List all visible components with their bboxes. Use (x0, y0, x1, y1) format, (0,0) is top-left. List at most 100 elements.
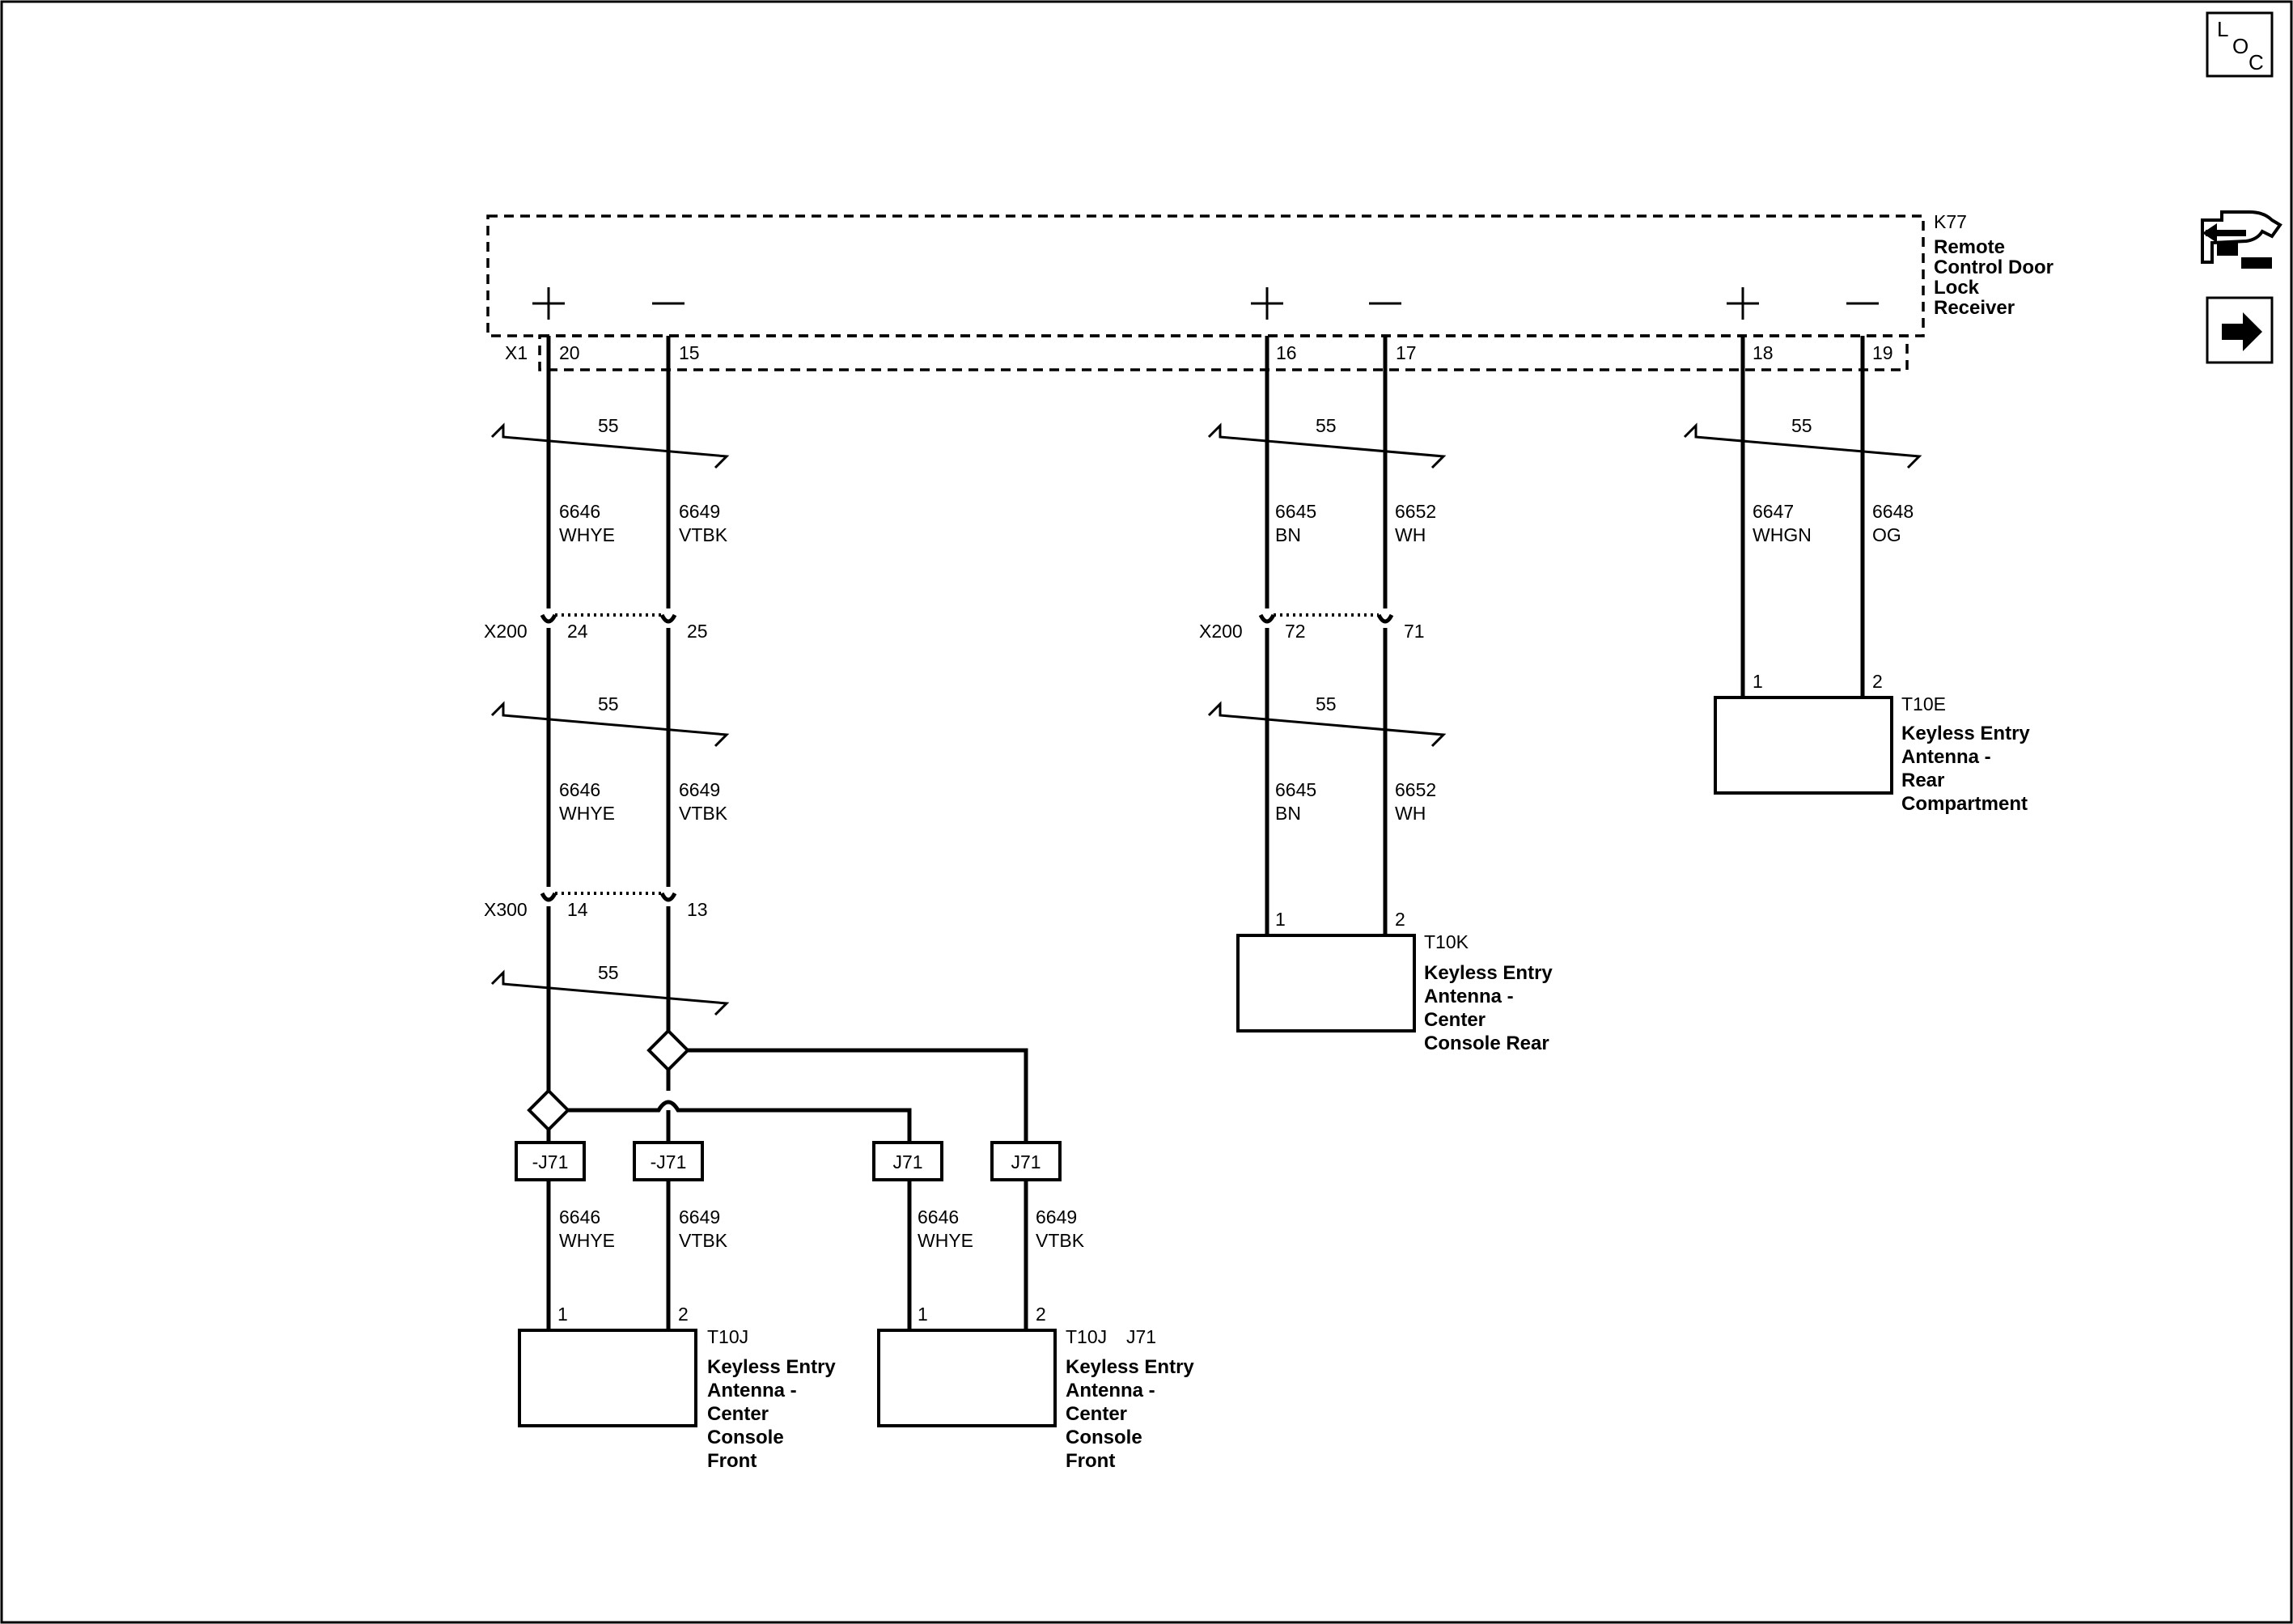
gauge-marker (1683, 422, 1922, 469)
component-name-line: Center (1424, 1009, 1486, 1031)
x200-terminals-left (540, 613, 677, 902)
gauge-marker (1207, 701, 1447, 748)
receiver-connector-outline (538, 334, 1909, 371)
loc-letter-c: C (2248, 50, 2264, 74)
component-name-line: Keyless Entry (1424, 962, 1553, 984)
gauge-marker (1207, 422, 1447, 469)
x200-terminal (1258, 613, 1276, 624)
circuit-color: BN (1275, 524, 1301, 545)
receiver-pin: 15 (679, 342, 700, 363)
component-pin: 2 (1036, 1304, 1046, 1325)
component-name-line: Keyless Entry (707, 1356, 836, 1378)
plus-symbol (1251, 287, 1283, 320)
wire-gauge-label: 55 (1791, 415, 1812, 436)
connector-hand-icon[interactable] (2201, 210, 2282, 269)
gauge-marker (490, 969, 730, 1016)
next-page-button[interactable] (2206, 296, 2274, 364)
component-ref: T10J (707, 1326, 748, 1347)
circuit-number: 6652 (1395, 779, 1436, 800)
component-name-line: Keyless Entry (1066, 1356, 1194, 1378)
component-option: J71 (1126, 1326, 1156, 1347)
receiver-pin: 16 (1276, 342, 1297, 363)
component-name-line: Front (707, 1450, 757, 1472)
circuit-color: VTBK (679, 524, 728, 545)
circuit-number: 6646 (559, 779, 600, 800)
component-t10e (1714, 696, 1893, 795)
receiver-name-line-1: Remote (1934, 236, 2005, 258)
receiver-connector-name: X1 (505, 342, 528, 363)
x200-terminal (1376, 613, 1394, 624)
circuit-number: 6645 (1275, 779, 1316, 800)
receiver-pin: 20 (559, 342, 580, 363)
polarity-symbols (532, 287, 1879, 320)
component-ref: T10J (1066, 1326, 1107, 1347)
circuit-color: VTBK (1036, 1230, 1085, 1251)
receiver-outline (486, 214, 1925, 337)
circuit-color: WHYE (559, 1230, 615, 1251)
component-pin: 1 (557, 1304, 568, 1325)
circuit-number: 6648 (1872, 501, 1914, 522)
option-box-not-j71 (633, 1141, 704, 1181)
component-name-line: Console (707, 1427, 784, 1448)
component-pin: 1 (1753, 671, 1763, 692)
component-name-line: Antenna - (1424, 986, 1514, 1007)
inline-connector-name: X200 (1199, 621, 1243, 642)
receiver-name-line-2: Control Door (1934, 257, 2054, 278)
inline-connector-pin: 25 (687, 621, 708, 642)
gauge-marker (490, 422, 730, 469)
component-name-line: Center (707, 1403, 769, 1425)
receiver-pin: 18 (1753, 342, 1774, 363)
circuit-color: WHYE (559, 524, 615, 545)
receiver-pin: 17 (1396, 342, 1417, 363)
circuit-number: 6649 (679, 501, 720, 522)
receiver-name-line-3: Lock (1934, 277, 1980, 299)
component-pin: 2 (1395, 909, 1405, 930)
option-label: J71 (1011, 1151, 1041, 1172)
component-t10j-front-j71 (877, 1329, 1057, 1427)
circuit-color: VTBK (679, 1230, 728, 1251)
gauge-marker (490, 701, 730, 748)
component-t10j-front (518, 1329, 697, 1427)
circuit-color: WHYE (918, 1230, 973, 1251)
component-name-line: Antenna - (707, 1380, 797, 1401)
wire-6649-branch (688, 1048, 1028, 1143)
splice-6646 (527, 1088, 570, 1132)
plus-symbol (1727, 287, 1759, 320)
circuit-color: BN (1275, 803, 1301, 824)
component-name-line: Center (1066, 1403, 1127, 1425)
circuit-color: VTBK (679, 803, 728, 824)
loc-button-frame (2206, 11, 2274, 78)
option-box-not-j71 (515, 1141, 586, 1181)
wire-gauge-label: 55 (598, 962, 619, 983)
component-name-line: Rear (1901, 770, 1944, 791)
circuit-color: WH (1395, 803, 1426, 824)
loc-letter-l: L (2217, 17, 2228, 41)
component-name-line: Compartment (1901, 793, 2028, 815)
circuit-number: 6646 (559, 501, 600, 522)
wire-6646-branch (568, 1100, 912, 1143)
option-box-j71 (872, 1141, 943, 1181)
component-pin: 2 (1872, 671, 1883, 692)
component-name-line: Antenna - (1901, 746, 1991, 768)
receiver-ref: K77 (1934, 211, 1967, 232)
circuit-number: 6649 (679, 1206, 720, 1228)
wire-gauge-label: 55 (1316, 415, 1337, 436)
loc-letter-o: O (2232, 34, 2248, 58)
receiver-name-line-4: Receiver (1934, 297, 2015, 319)
circuit-color: WH (1395, 524, 1426, 545)
component-pin: 2 (678, 1304, 689, 1325)
component-ref: T10E (1901, 693, 1946, 714)
circuit-color: OG (1872, 524, 1901, 545)
splice-6649 (646, 1028, 690, 1072)
inline-connector-pin: 72 (1285, 621, 1306, 642)
inline-connector-pin: 14 (567, 899, 588, 920)
component-name-line: Keyless Entry (1901, 723, 2030, 744)
option-label: J71 (892, 1151, 922, 1172)
circuit-number: 6645 (1275, 501, 1316, 522)
component-pin: 1 (1275, 909, 1286, 930)
circuit-color: WHYE (559, 803, 615, 824)
loc-button[interactable]: L O C (2206, 11, 2274, 78)
circuit-number: 6649 (1036, 1206, 1077, 1228)
